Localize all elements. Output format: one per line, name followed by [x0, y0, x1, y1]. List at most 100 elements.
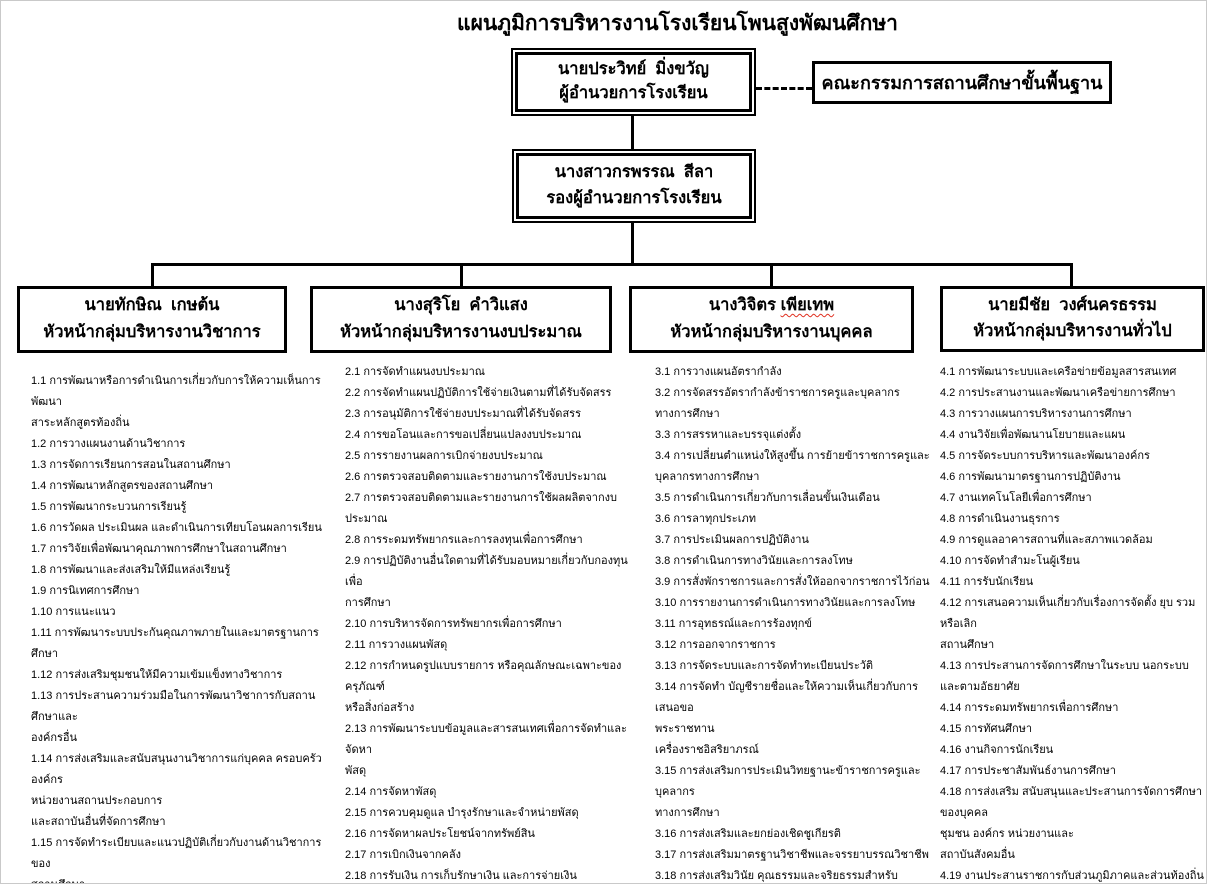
duty-item: 3.17 การส่งเสริมมาตรฐานวิชาชีพและจรรยาบร… — [655, 849, 929, 861]
duty-item: 1.5 การพัฒนากระบวนการเรียนรู้ — [31, 501, 187, 513]
duty-item: 2.8 การระดมทรัพยากรและการลงทุนเพื่อการศึ… — [345, 534, 583, 546]
committee-box: คณะกรรมการสถานศึกษาขั้นพื้นฐาน — [812, 61, 1112, 104]
duty-item: 4.19 งานประสานราชการกับส่วนภูมิภาคและส่ว… — [940, 870, 1204, 882]
duty-item: 3.15 การส่งเสริมการประเมินวิทยฐานะข้าราช… — [655, 765, 921, 819]
duty-item: 1.11 การพัฒนาระบบประกันคุณภาพภายในและมาต… — [31, 627, 319, 660]
connector-drop-academic — [151, 263, 154, 286]
committee-label: คณะกรรมการสถานศึกษาขั้นพื้นฐาน — [821, 73, 1103, 93]
duty-item: 4.11 การรับนักเรียน — [940, 576, 1034, 588]
dept-box-personnel: นางวิจิตร เพียเทพ หัวหน้ากลุ่มบริหารงานบ… — [629, 286, 914, 353]
duty-item: 2.9 การปฏิบัติงานอื่นใดตามที่ได้รับมอบหม… — [345, 555, 628, 609]
duty-item: 4.10 การจัดทำสำมะโนผู้เรียน — [940, 555, 1080, 567]
connector-drop-budget — [460, 263, 463, 286]
duty-item: 4.1 การพัฒนาระบบและเครือข่ายข้อมูลสารสนเ… — [940, 366, 1177, 378]
duty-item: 1.2 การวางแผนงานด้านวิชาการ — [31, 438, 186, 450]
duty-item: 4.15 การทัศนศึกษา — [940, 723, 1033, 735]
duty-item: 4.4 งานวิจัยเพื่อพัฒนานโยบายและแผน — [940, 429, 1126, 441]
duty-item: 3.18 การส่งเสริมวินัย คุณธรรมและจริยธรรม… — [655, 870, 898, 882]
director-box: นายประวิทย์ มิ่งขวัญ ผู้อำนวยการโรงเรียน — [511, 48, 756, 116]
duty-item: 4.18 การส่งเสริม สนับสนุนและประสานการจัด… — [940, 786, 1203, 861]
duty-item: 4.2 การประสานงานและพัฒนาเครือข่ายการศึกษ… — [940, 387, 1176, 399]
duty-item: 4.16 งานกิจการนักเรียน — [940, 744, 1054, 756]
duty-item: 1.10 การแนะแนว — [31, 606, 116, 618]
duty-item: 2.2 การจัดทำแผนปฏิบัติการใช้จ่ายเงินตามท… — [345, 387, 612, 399]
duty-item: 3.4 การเปลี่ยนตำแหน่งให้สูงขึ้น การย้ายข… — [655, 450, 930, 483]
duty-item: 2.13 การพัฒนาระบบข้อมูลและสารสนเทศเพื่อก… — [345, 723, 627, 777]
duty-item: 1.3 การจัดการเรียนการสอนในสถานศึกษา — [31, 459, 231, 471]
duty-item: 1.1 การพัฒนาหรือการดำเนินการเกี่ยวกับการ… — [31, 375, 321, 429]
duty-item: 3.2 การจัดสรรอัตรากำลังข้าราชการครูและบุ… — [655, 387, 900, 420]
duty-item: 1.15 การจัดทำระเบียบและแนวปฏิบัติเกี่ยวก… — [31, 837, 322, 883]
duty-list-academic: 1.1 การพัฒนาหรือการดำเนินการเกี่ยวกับการ… — [31, 371, 331, 883]
duty-item: 3.11 การอุทธรณ์และการร้องทุกข์ — [655, 618, 812, 630]
connector-drop-general — [1070, 263, 1073, 286]
duty-item: 3.16 การส่งเสริมและยกย่องเชิดชูเกียรติ — [655, 828, 841, 840]
duty-list-budget: 2.1 การจัดทำแผนงบประมาณ 2.2 การจัดทำแผนปฏ… — [345, 362, 645, 883]
director-role: ผู้อำนวยการโรงเรียน — [559, 84, 708, 103]
duty-item: 1.9 การนิเทศการศึกษา — [31, 585, 140, 597]
duty-item: 1.8 การพัฒนาและส่งเสริมให้มีแหล่งเรียนรู… — [31, 564, 231, 576]
duty-item: 4.3 การวางแผนการบริหารงานการศึกษา — [940, 408, 1132, 420]
duty-item: 2.5 การรายงานผลการเบิกจ่ายงบประมาณ — [345, 450, 543, 462]
duty-item: 3.9 การสั่งพักราชการและการสั่งให้ออกจากร… — [655, 576, 930, 588]
connector-dashed-committee — [756, 87, 812, 90]
duty-item: 3.8 การดำเนินการทางวินัยและการลงโทษ — [655, 555, 853, 567]
dept-box-general: นายมีชัย วงศ์นครธรรม หัวหน้ากลุ่มบริหารง… — [940, 286, 1205, 352]
duty-item: 3.5 การดำเนินการเกี่ยวกับการเลื่อนขั้นเง… — [655, 492, 880, 504]
duty-list-general: 4.1 การพัฒนาระบบและเครือข่ายข้อมูลสารสนเ… — [940, 362, 1206, 883]
duty-item: 2.18 การรับเงิน การเก็บรักษาเงิน และการจ… — [345, 870, 577, 882]
duty-item: 1.6 การวัดผล ประเมินผล และดำเนินการเทียบ… — [31, 522, 322, 534]
duty-item: 3.6 การลาทุกประเภท — [655, 513, 756, 525]
duty-item: 2.3 การอนุมัติการใช้จ่ายงบประมาณที่ได้รั… — [345, 408, 581, 420]
duty-item: 2.14 การจัดหาพัสดุ — [345, 786, 437, 798]
duty-item: 1.14 การส่งเสริมและสนับสนุนงานวิชาการแก่… — [31, 753, 322, 828]
duty-item: 4.17 การประชาสัมพันธ์งานการศึกษา — [940, 765, 1116, 777]
duty-item: 4.14 การระดมทรัพยากรเพื่อการศึกษา — [940, 702, 1119, 714]
deputy-name: นางสาวกรพรรณ สีลา — [554, 162, 714, 181]
duty-item: 2.1 การจัดทำแผนงบประมาณ — [345, 366, 485, 378]
duty-item: 4.13 การประสานการจัดการศึกษาในระบบ นอกระ… — [940, 660, 1189, 693]
dept-budget-head-role: หัวหน้ากลุ่มบริหารงานงบประมาณ — [340, 323, 582, 342]
duty-item: 2.12 การกำหนดรูปแบบรายการ หรือคุณลักษณะเ… — [345, 660, 622, 714]
duty-item: 1.7 การวิจัยเพื่อพัฒนาคุณภาพการศึกษาในสถ… — [31, 543, 287, 555]
dept-box-academic: นายทักษิณ เกษต้น หัวหน้ากลุ่มบริหารงานวิ… — [17, 286, 287, 353]
connector-horizontal-bar — [151, 263, 1073, 266]
dept-academic-head-name: นายทักษิณ เกษต้น — [84, 296, 220, 315]
dept-general-head-role: หัวหน้ากลุ่มบริหารงานทั่วไป — [973, 322, 1172, 341]
duty-item: 2.11 การวางแผนพัสดุ — [345, 639, 448, 651]
dept-general-head-name: นายมีชัย วงศ์นครธรรม — [988, 295, 1157, 314]
dept-academic-head-role: หัวหน้ากลุ่มบริหารงานวิชาการ — [43, 323, 261, 342]
duty-item: 3.1 การวางแผนอัตรากำลัง — [655, 366, 782, 378]
dept-personnel-head-name-misspelled: เพียเทพ — [780, 296, 835, 315]
page-title: แผนภูมิการบริหารงานโรงเรียนโพนสูงพัฒนศึก… — [457, 12, 898, 35]
duty-item: 4.6 การพัฒนามาตรฐานการปฏิบัติงาน — [940, 471, 1121, 483]
director-box-inner: นายประวิทย์ มิ่งขวัญ ผู้อำนวยการโรงเรียน — [515, 52, 752, 112]
dept-personnel-head-role: หัวหน้ากลุ่มบริหารงานบุคคล — [670, 323, 873, 342]
connector-director-deputy — [631, 116, 634, 149]
connector-drop-personnel — [770, 263, 773, 286]
connector-deputy-bar — [631, 223, 634, 263]
duty-item: 1.4 การพัฒนาหลักสูตรของสถานศึกษา — [31, 480, 214, 492]
duty-item: 3.13 การจัดระบบและการจัดทำทะเบียนประวัติ — [655, 660, 874, 672]
deputy-box-inner: นางสาวกรพรรณ สีลา รองผู้อำนวยการโรงเรียน — [516, 153, 752, 219]
dept-budget-head-name: นางสุริโย คำวิแสง — [394, 296, 528, 315]
duty-item: 4.12 การเสนอความเห็นเกี่ยวกับเรื่องการจั… — [940, 597, 1196, 651]
dept-personnel-head-name-prefix: นางวิจิตร — [708, 296, 781, 315]
dept-personnel-head-name: นางวิจิตร เพียเทพ — [709, 296, 834, 316]
duty-item: 3.3 การสรรหาและบรรจุแต่งตั้ง — [655, 429, 802, 441]
duty-item: 4.5 การจัดระบบการบริหารและพัฒนาองค์กร — [940, 450, 1150, 462]
director-name: นายประวิทย์ มิ่งขวัญ — [558, 59, 709, 78]
duty-item: 1.13 การประสานความร่วมมือในการพัฒนาวิชาก… — [31, 690, 316, 744]
duty-item: 3.10 การรายงานการดำเนินการทางวินัยและการ… — [655, 597, 916, 609]
duty-item: 2.17 การเบิกเงินจากคลัง — [345, 849, 462, 861]
duty-item: 1.12 การส่งเสริมชุมชนให้มีความเข้มแข็งทา… — [31, 669, 283, 681]
duty-item: 2.7 การตรวจสอบติดตามและรายงานการใช้ผลผลิ… — [345, 492, 617, 525]
deputy-box: นางสาวกรพรรณ สีลา รองผู้อำนวยการโรงเรียน — [512, 149, 756, 223]
duty-item: 3.7 การประเมินผลการปฏิบัติงาน — [655, 534, 809, 546]
duty-item: 4.9 การดูแลอาคารสถานที่และสภาพแวดล้อม — [940, 534, 1153, 546]
duty-item: 2.6 การตรวจสอบติดตามและรายงานการใช้งบประ… — [345, 471, 607, 483]
duty-list-personnel: 3.1 การวางแผนอัตรากำลัง 3.2 การจัดสรรอัตร… — [655, 362, 937, 883]
deputy-role: รองผู้อำนวยการโรงเรียน — [546, 189, 722, 208]
duty-item: 3.14 การจัดทำ บัญชีรายชื่อและให้ความเห็น… — [655, 681, 918, 756]
